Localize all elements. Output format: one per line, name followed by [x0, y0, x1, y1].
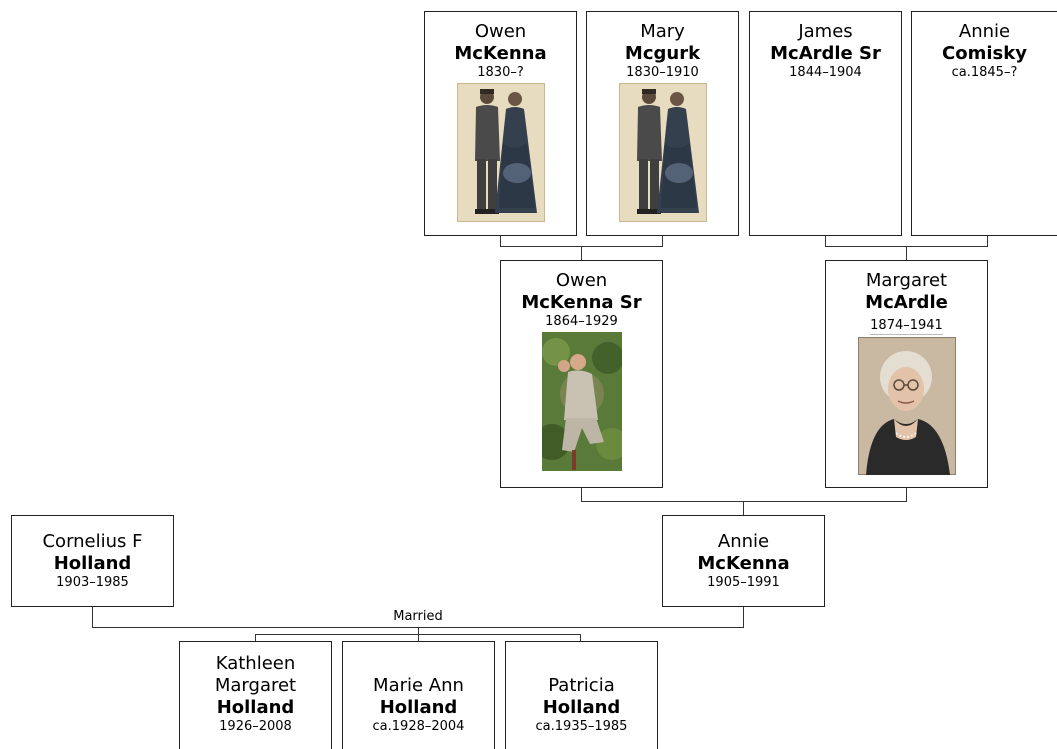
given-name: Annie — [717, 531, 770, 552]
given-name: James — [798, 21, 853, 42]
surname: Holland — [379, 697, 458, 718]
person-card-owen-mckenna[interactable]: Owen McKenna 1830–? — [424, 11, 577, 236]
life-dates: 1903–1985 — [56, 575, 129, 590]
person-card-patricia-holland[interactable]: Patricia Holland ca.1935–1985 — [505, 641, 658, 749]
surname: McKenna — [697, 553, 790, 574]
life-dates: ca.1935–1985 — [535, 719, 628, 734]
given-name: Marie Ann — [373, 675, 464, 696]
person-card-annie-comisky[interactable]: Annie Comisky ca.1845–? — [911, 11, 1057, 236]
surname: Mcgurk — [624, 43, 701, 64]
given-name: Cornelius F — [42, 531, 143, 552]
given-name: Mary — [640, 21, 685, 42]
surname: Holland — [542, 697, 621, 718]
connector-mcardle-parents — [825, 235, 988, 261]
given-name: Patricia — [548, 675, 615, 696]
connector-annie-parents — [581, 487, 907, 515]
life-dates: ca.1928–2004 — [372, 719, 465, 734]
life-dates: 1830–? — [477, 65, 524, 80]
surname: Holland — [216, 697, 295, 718]
life-dates: 1926–2008 — [219, 719, 292, 734]
surname: Holland — [53, 553, 132, 574]
surname: Comisky — [942, 43, 1027, 64]
surname: McArdle Sr — [770, 43, 881, 64]
couple-portrait-photo — [456, 83, 545, 222]
marriage-label: Married — [380, 609, 456, 625]
connector-children — [255, 627, 581, 642]
life-dates: 1905–1991 — [707, 575, 780, 590]
person-card-kathleen-holland[interactable]: Kathleen Margaret Holland 1926–2008 — [179, 641, 332, 749]
connector-mckenna-parents — [500, 235, 663, 261]
given-name: Kathleen — [215, 653, 296, 674]
given-name: Owen — [555, 270, 608, 291]
given-name: Annie — [958, 21, 1011, 42]
life-dates: ca.1845–? — [951, 65, 1018, 80]
portrait-photo — [541, 332, 622, 471]
person-card-mary-mcgurk[interactable]: Mary Mcgurk 1830–1910 — [586, 11, 739, 236]
couple-portrait-photo — [618, 83, 707, 222]
middle-name: Margaret — [214, 675, 297, 696]
life-dates: 1874–1941 — [870, 318, 943, 335]
person-card-annie-mckenna[interactable]: Annie McKenna 1905–1991 — [662, 515, 825, 607]
given-name: Margaret — [865, 270, 948, 291]
surname: McKenna Sr — [521, 292, 642, 313]
person-card-james-mcardle-sr[interactable]: James McArdle Sr 1844–1904 — [749, 11, 902, 236]
person-card-owen-mckenna-sr[interactable]: Owen McKenna Sr 1864–1929 — [500, 260, 663, 488]
person-card-cornelius-holland[interactable]: Cornelius F Holland 1903–1985 — [11, 515, 174, 607]
person-card-marie-ann-holland[interactable]: Marie Ann Holland ca.1928–2004 — [342, 641, 495, 749]
person-card-margaret-mcardle[interactable]: Margaret McArdle 1874–1941 — [825, 260, 988, 488]
life-dates: 1830–1910 — [626, 65, 699, 80]
life-dates: 1864–1929 — [545, 314, 618, 329]
life-dates: 1844–1904 — [789, 65, 862, 80]
surname: McArdle — [865, 292, 948, 313]
given-name: Owen — [474, 21, 527, 42]
portrait-photo — [857, 337, 956, 475]
surname: McKenna — [454, 43, 547, 64]
